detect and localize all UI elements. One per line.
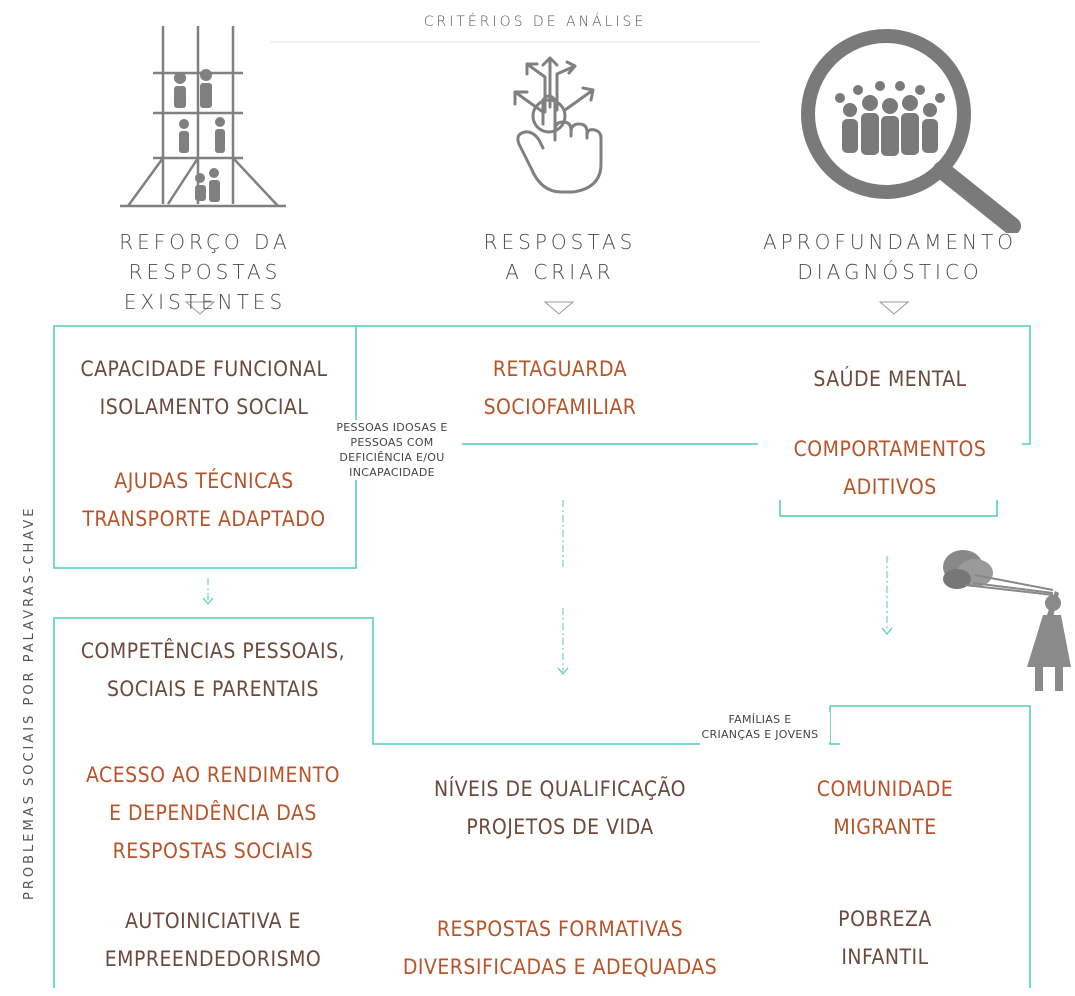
child-balloons-icon bbox=[943, 550, 1071, 691]
triangle-2 bbox=[543, 301, 575, 315]
keyword-niveis-qualificacao: NÍVEIS DE QUALIFICAÇÃO PROJETOS DE VIDA bbox=[433, 777, 687, 839]
keyword-autoiniciativa: AUTOINICIATIVA E EMPREENDEDORISMO bbox=[104, 909, 322, 971]
box-families-left bbox=[53, 617, 700, 988]
criterion-label-3: APROFUNDAMENTO DIAGNÓSTICO bbox=[762, 230, 1018, 284]
keyword-pobreza-infantil: POBREZA INFANTIL bbox=[838, 907, 932, 969]
arrowhead-2 bbox=[557, 667, 569, 675]
side-label: PROBLEMAS SOCIAIS POR PALAVRAS-CHAVE bbox=[22, 505, 37, 900]
box-elderly-left bbox=[53, 325, 357, 569]
group-label-families: FAMÍLIAS E CRIANÇAS E JOVENS bbox=[690, 712, 830, 742]
bracket-comportamentos bbox=[779, 500, 998, 517]
keyword-retaguarda: RETAGUARDA SOCIOFAMILIAR bbox=[483, 357, 637, 419]
keyword-acesso-rendimento: ACESSO AO RENDIMENTO E DEPENDÊNCIA DAS R… bbox=[85, 763, 341, 863]
arrowhead-1 bbox=[202, 597, 214, 605]
box-top-band bbox=[356, 325, 1031, 445]
page-title: CRITÉRIOS DE ANÁLISE bbox=[423, 14, 647, 30]
keyword-capacidade-funcional: CAPACIDADE FUNCIONAL ISOLAMENTO SOCIAL bbox=[80, 357, 328, 419]
triangle-1 bbox=[184, 301, 216, 315]
box-families-right bbox=[830, 705, 1031, 988]
keyword-saude-mental: SAÚDE MENTAL bbox=[813, 367, 967, 391]
touch-arrows-icon bbox=[513, 56, 603, 194]
triangle-3 bbox=[878, 301, 910, 315]
keyword-ajudas-tecnicas: AJUDAS TÉCNICAS TRANSPORTE ADAPTADO bbox=[82, 469, 326, 531]
criterion-label-2: RESPOSTAS A CRIAR bbox=[483, 230, 637, 284]
keyword-respostas-formativas: RESPOSTAS FORMATIVAS DIVERSIFICADAS E AD… bbox=[402, 917, 718, 979]
arrowhead-3 bbox=[881, 627, 893, 635]
box-families-step bbox=[829, 706, 840, 745]
criterion-label-1: REFORÇO DA RESPOSTAS EXISTENTES bbox=[119, 230, 291, 314]
magnifier-crowd-icon bbox=[801, 29, 1021, 233]
keyword-comportamentos: COMPORTAMENTOS ADITIVOS bbox=[793, 437, 987, 499]
keyword-competencias: COMPETÊNCIAS PESSOAIS, SOCIAIS E PARENTA… bbox=[80, 639, 346, 701]
group-label-elderly: PESSOAS IDOSAS E PESSOAS COM DEFICIÊNCIA… bbox=[332, 420, 452, 480]
keyword-comunidade-migrante: COMUNIDADE MIGRANTE bbox=[816, 777, 954, 839]
scaffold-people-icon bbox=[120, 26, 286, 208]
